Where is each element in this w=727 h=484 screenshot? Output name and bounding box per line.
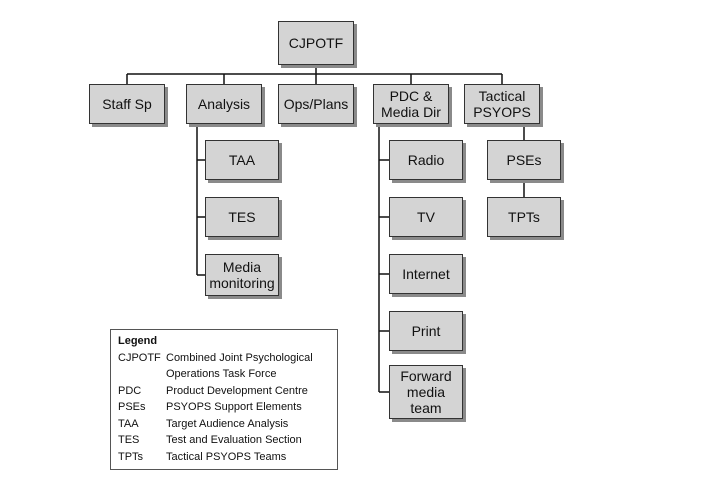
legend-row: Operations Task Force	[118, 366, 331, 383]
legend-definition: Operations Task Force	[166, 368, 277, 380]
node-forward-media-team: Forward media team	[389, 365, 463, 419]
node-tes: TES	[205, 197, 279, 237]
node-media-monitoring: Media monitoring	[205, 254, 279, 296]
legend-row: TAA Target Audience Analysis	[118, 416, 331, 433]
legend-definition: Test and Evaluation Section	[166, 434, 302, 446]
legend-definition: Tactical PSYOPS Teams	[166, 450, 287, 463]
legend-abbr	[118, 366, 166, 383]
legend-abbr: TAA	[118, 417, 139, 430]
legend-definition: Target Audience Analysis	[166, 417, 289, 430]
legend-title: Legend	[118, 335, 158, 347]
node-analysis: Analysis	[186, 84, 262, 124]
node-cjpotf: CJPOTF	[278, 21, 354, 65]
node-tactical-psyops: Tactical PSYOPS	[464, 84, 540, 124]
legend-row: CJPOTF Combined Joint Psychological	[118, 350, 331, 367]
node-tpts: TPTs	[487, 197, 561, 237]
legend: Legend CJPOTF Combined Joint Psychologica…	[110, 329, 338, 470]
legend-abbr: TPTs	[118, 450, 144, 463]
legend-abbr: CJPOTF	[118, 351, 161, 364]
legend-row: PDC Product Development Centre	[118, 383, 331, 400]
node-ops-plans: Ops/Plans	[278, 84, 354, 124]
legend-definition: Combined Joint Psychological	[166, 351, 313, 364]
node-radio: Radio	[389, 140, 463, 180]
legend-row: TES Test and Evaluation Section	[118, 432, 331, 449]
node-print: Print	[389, 311, 463, 351]
legend-row: PSEs PSYOPS Support Elements	[118, 399, 331, 416]
legend-definition: PSYOPS Support Elements	[166, 401, 302, 413]
node-staff-sp: Staff Sp	[89, 84, 165, 124]
legend-definition: Product Development Centre	[166, 384, 308, 397]
node-taa: TAA	[205, 140, 279, 180]
node-pses: PSEs	[487, 140, 561, 180]
node-internet: Internet	[389, 254, 463, 294]
node-pdc-media-dir: PDC & Media Dir	[373, 84, 449, 124]
node-tv: TV	[389, 197, 463, 237]
legend-row: TPTs Tactical PSYOPS Teams	[118, 449, 331, 466]
legend-abbr: TES	[118, 434, 140, 446]
legend-abbr: PDC	[118, 384, 142, 397]
legend-abbr: PSEs	[118, 401, 146, 413]
